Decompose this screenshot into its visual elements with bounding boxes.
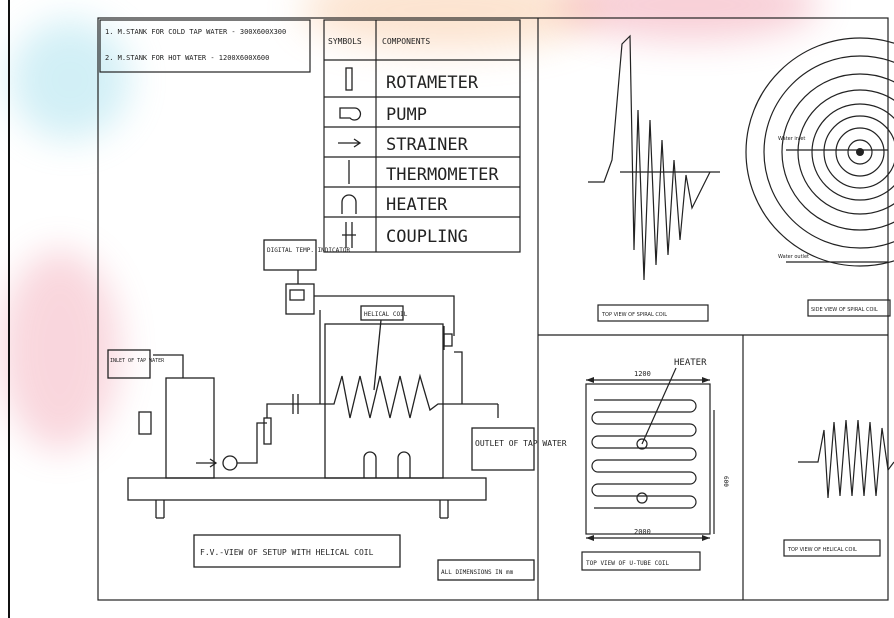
legend-row-heater: HEATER bbox=[386, 195, 448, 215]
top-utube-caption: TOP VIEW OF U-TUBE COIL bbox=[586, 560, 669, 567]
watermark-cyan-blob bbox=[10, 20, 130, 140]
rotameter bbox=[263, 417, 272, 445]
fv-caption: F.V.-VIEW OF SETUP WITH HELICAL COIL bbox=[200, 548, 374, 557]
legend-table bbox=[323, 19, 521, 253]
cold-tank-gauge bbox=[138, 411, 152, 435]
helical-coil-label: HELICAL COIL bbox=[364, 311, 408, 318]
strainer-symbol bbox=[338, 138, 362, 148]
hot-water-tank bbox=[324, 323, 444, 479]
water-inlet-label: Water inlet bbox=[778, 136, 805, 142]
base-plate bbox=[127, 477, 487, 501]
helical-coil bbox=[325, 373, 498, 419]
notes-box bbox=[99, 19, 311, 73]
heater-symbol bbox=[341, 194, 357, 214]
note-line-2: 2. M.STANK FOR HOT WATER - 1200X600X600 bbox=[105, 54, 269, 62]
inlet-label: INLET OF TAP WATER bbox=[110, 358, 165, 364]
pump bbox=[222, 455, 238, 471]
note-line-1: 1. M.STANK FOR COLD TAP WATER - 300X600X… bbox=[105, 28, 286, 36]
helical-coil-top-view bbox=[798, 419, 894, 499]
legend-row-strainer: STRAINER bbox=[386, 135, 469, 155]
watermark-red-blob bbox=[0, 250, 120, 450]
engineering-drawing: 1. M.STANK FOR COLD TAP WATER - 300X600X… bbox=[97, 17, 894, 601]
inlet-pipe bbox=[153, 354, 184, 378]
heater-1 bbox=[363, 451, 377, 478]
legend-header-components: COMPONENTS bbox=[382, 37, 430, 46]
pump-symbol bbox=[339, 107, 362, 121]
legend-row-pump: PUMP bbox=[386, 105, 427, 125]
sheet-frame bbox=[8, 0, 894, 618]
cold-water-tank bbox=[165, 377, 215, 479]
helical-coil-label-box bbox=[360, 305, 404, 321]
coupling-symbol bbox=[342, 222, 356, 248]
water-outlet-label: Water outlet bbox=[778, 254, 809, 260]
dim-side: 600 bbox=[722, 476, 729, 487]
top-spiral-caption-box bbox=[597, 304, 709, 322]
drawing-border bbox=[97, 17, 889, 601]
side-spiral-caption: SIDE VIEW OF SPIRAL COIL bbox=[811, 307, 878, 313]
heater-label: HEATER bbox=[674, 358, 707, 368]
dim-2000: 2000 bbox=[634, 528, 651, 536]
all-dimensions-label: ALL DIMENSIONS IN mm bbox=[441, 569, 514, 576]
drawing-sheet: 1. M.STANK FOR COLD TAP WATER - 300X600X… bbox=[8, 0, 894, 618]
outlet-label-box bbox=[471, 427, 535, 471]
legend-row-coupling: COUPLING bbox=[386, 227, 468, 247]
fv-caption-box bbox=[193, 534, 401, 568]
spiral-coil-top-view bbox=[588, 34, 711, 281]
digital-temp-label: DIGITAL TEMP. INDICATOR bbox=[267, 247, 350, 254]
spiral-center bbox=[856, 148, 864, 156]
u-tube-coil bbox=[581, 367, 715, 571]
inlet-label-box bbox=[107, 349, 151, 379]
digital-temp-indicator bbox=[285, 283, 315, 315]
all-dimensions-box bbox=[437, 559, 535, 581]
dim-1200: 1200 bbox=[634, 370, 651, 378]
legend-header-symbols: SYMBOLS bbox=[328, 37, 362, 46]
outlet-label: OUTLET OF TAP WATER bbox=[475, 439, 567, 448]
legend-row-thermometer: THERMOMETER bbox=[386, 165, 499, 185]
top-spiral-caption: TOP VIEW OF SPIRAL COIL bbox=[601, 312, 667, 318]
top-helical-caption-box bbox=[783, 539, 881, 557]
digital-temp-label-box bbox=[263, 239, 317, 271]
rotameter-symbol bbox=[345, 67, 353, 91]
legend-row-rotameter: ROTAMETER bbox=[386, 73, 479, 93]
spiral-coil-side-view bbox=[745, 37, 894, 317]
top-helical-caption: TOP VIEW OF HELICAL COIL bbox=[787, 547, 857, 553]
heater-2 bbox=[397, 451, 411, 478]
